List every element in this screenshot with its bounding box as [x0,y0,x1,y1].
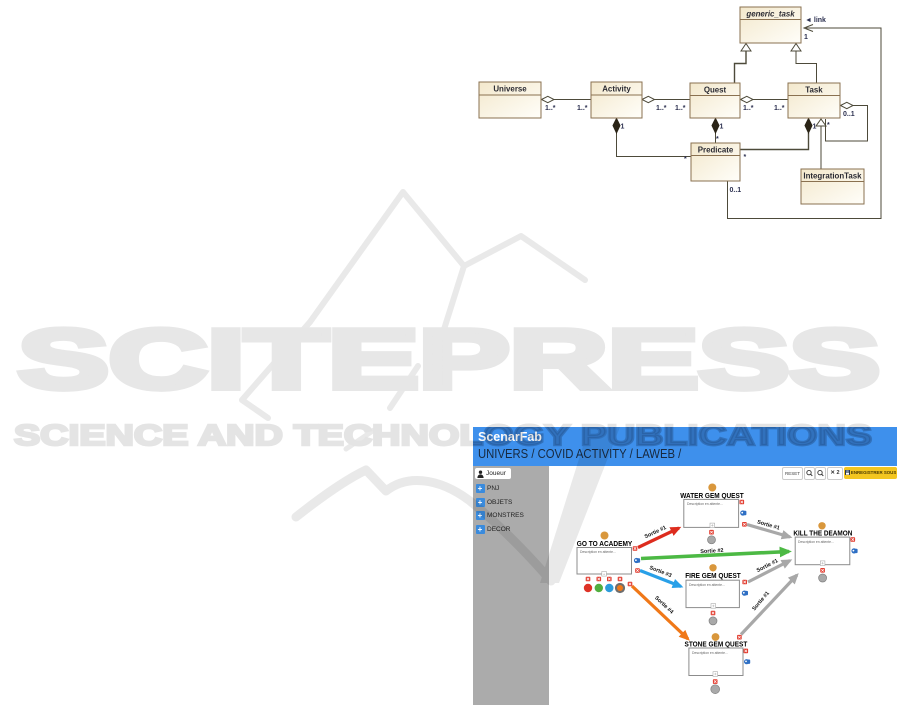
svg-text:0..1: 0..1 [730,187,742,194]
svg-text:Description en attente...: Description en attente... [798,540,834,544]
svg-text:Description en attente...: Description en attente... [692,651,728,655]
svg-text:STONE GEM QUEST: STONE GEM QUEST [685,640,748,649]
svg-text:IntegrationTask: IntegrationTask [803,172,862,181]
svg-text:Activity: Activity [602,85,631,94]
svg-text:1..*: 1..* [774,105,785,112]
svg-text:1: 1 [720,124,724,131]
svg-text:*: * [744,154,747,161]
svg-text:SCITEPRESS: SCITEPRESS [18,312,880,406]
svg-text:Task: Task [805,86,823,95]
svg-text:GO TO ACADEMY: GO TO ACADEMY [577,539,633,548]
svg-text:*: * [716,136,719,143]
svg-text:*: * [684,156,687,163]
svg-text:KILL THE DEAMON: KILL THE DEAMON [793,529,852,538]
svg-text:1: 1 [813,124,817,131]
svg-text:Universe: Universe [493,85,527,94]
svg-text:0..1: 0..1 [843,111,855,118]
svg-text:◄ link: ◄ link [805,17,826,24]
svg-text:Predicate: Predicate [698,146,734,155]
svg-text:Description en attente...: Description en attente... [689,583,725,587]
svg-text:Sortie #2: Sortie #2 [700,548,724,555]
svg-text:1: 1 [804,34,808,41]
svg-text:1: 1 [621,124,625,131]
svg-text:1..*: 1..* [656,105,667,112]
svg-text:generic_task: generic_task [745,10,795,19]
svg-text:Quest: Quest [704,86,727,95]
svg-text:1..*: 1..* [675,105,686,112]
svg-text:1..*: 1..* [577,105,588,112]
svg-text:Description en attente...: Description en attente... [687,502,723,506]
svg-text:*: * [827,122,830,129]
svg-text:WATER GEM QUEST: WATER GEM QUEST [680,491,744,500]
svg-text:+: + [603,571,606,576]
svg-text:SCIENCE AND TECHNOLOGY PUBLICA: SCIENCE AND TECHNOLOGY PUBLICATIONS [14,420,872,452]
svg-text:Description en attente...: Description en attente... [580,550,616,554]
svg-text:SCIENCE AND TECHNOLOGY PUBLICA: SCIENCE AND TECHNOLOGY PUBLICATIONS [473,427,872,452]
svg-text:1..*: 1..* [545,105,556,112]
svg-text:1..*: 1..* [743,105,754,112]
svg-text:FIRE GEM QUEST: FIRE GEM QUEST [685,571,741,580]
